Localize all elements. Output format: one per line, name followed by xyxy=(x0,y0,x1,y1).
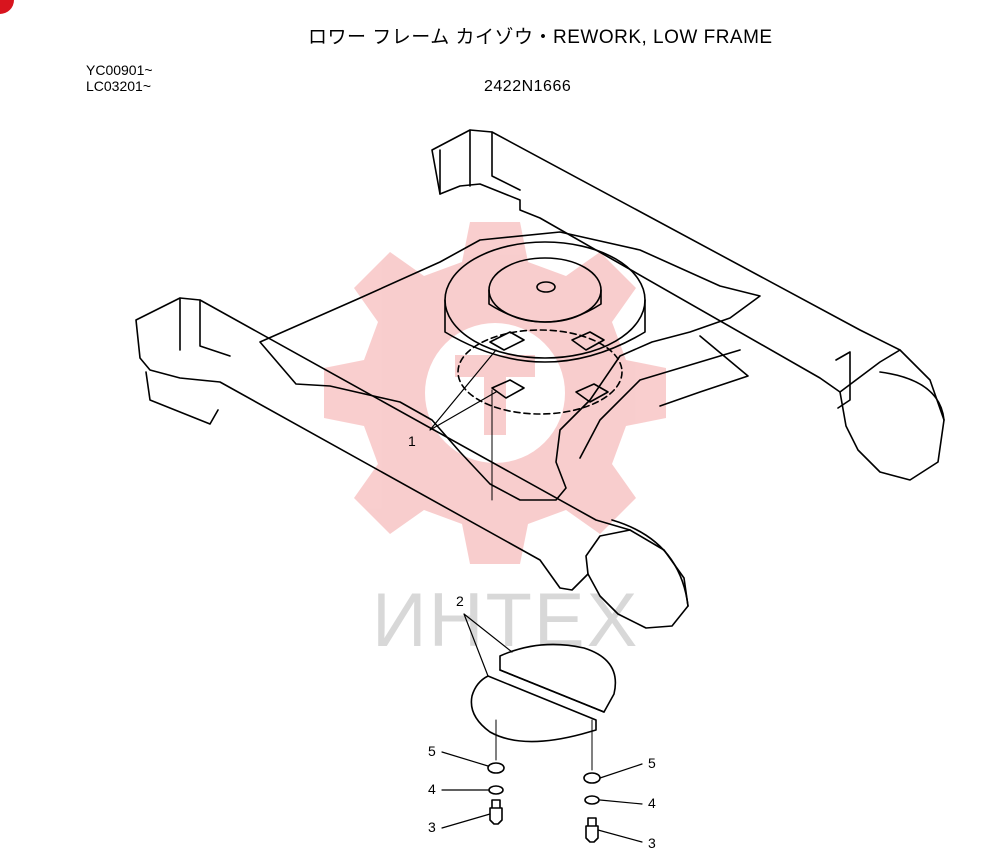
cover-plate-upper xyxy=(499,643,617,713)
bolt-3-left xyxy=(489,799,503,825)
projection-line-left xyxy=(491,389,497,761)
swing-circle-side xyxy=(444,299,646,363)
callout-3-left: 3 xyxy=(428,819,436,835)
lower-frame xyxy=(135,129,945,843)
callout-5-right: 5 xyxy=(648,755,656,771)
diagram-title: ロワー フレーム カイゾウ・REWORK, LOW FRAME xyxy=(308,27,773,48)
leader-4-right xyxy=(599,799,643,805)
leader-3-left xyxy=(441,813,491,829)
plate-1c xyxy=(491,379,525,399)
side-frame-left xyxy=(135,297,689,629)
washer-5-left xyxy=(487,762,505,774)
swing-circle-hub-side xyxy=(488,289,602,323)
side-frame-left-rail xyxy=(179,297,231,357)
cross-member-rear xyxy=(579,349,741,459)
leader-5-left xyxy=(441,751,489,767)
side-frame-left-roller xyxy=(611,519,689,607)
serial-range-2: LC03201~ xyxy=(86,78,152,94)
cross-member-arm xyxy=(659,335,749,407)
plate-1d xyxy=(575,383,609,403)
callout-5-left: 5 xyxy=(428,743,436,759)
callout-3-right: 3 xyxy=(648,835,656,851)
side-frame-left-underside xyxy=(145,371,219,425)
side-frame-right-rail xyxy=(469,129,521,191)
watermark-text: ИНТЕХ xyxy=(372,578,639,663)
washer-5-right xyxy=(583,772,601,784)
callout-4-right: 4 xyxy=(648,795,656,811)
plate-1a xyxy=(489,331,525,351)
leader-3-right xyxy=(597,829,643,843)
side-frame-right-bracket xyxy=(835,351,851,409)
leader-1 xyxy=(429,349,497,431)
serial-ranges: YC00901~ LC03201~ xyxy=(86,62,153,94)
side-frame-right xyxy=(431,129,945,481)
bolt-3-right xyxy=(585,817,599,843)
plate-1b xyxy=(571,331,605,351)
bottom-opening-outline xyxy=(457,329,623,415)
callout-1: 1 xyxy=(408,433,416,449)
side-frame-right-end-cap xyxy=(839,349,901,393)
swing-circle-center-hole xyxy=(536,281,556,293)
callout-4-left: 4 xyxy=(428,781,436,797)
watermark-logo: ИНТЕХ xyxy=(324,222,666,663)
lock-washer-4-right xyxy=(584,795,600,805)
side-frame-right-roller xyxy=(879,371,945,421)
side-frame-left-end-cap xyxy=(585,529,631,575)
cover-plate-lower xyxy=(470,675,597,743)
leader-2 xyxy=(463,613,513,677)
center-body xyxy=(259,231,761,501)
cover-plate-edge xyxy=(499,669,605,713)
serial-range-1: YC00901~ xyxy=(86,62,153,78)
leader-5-right xyxy=(599,763,643,779)
part-number: 2422N1666 xyxy=(484,78,572,95)
lock-washer-4-left xyxy=(488,785,504,795)
callout-2: 2 xyxy=(456,593,464,609)
